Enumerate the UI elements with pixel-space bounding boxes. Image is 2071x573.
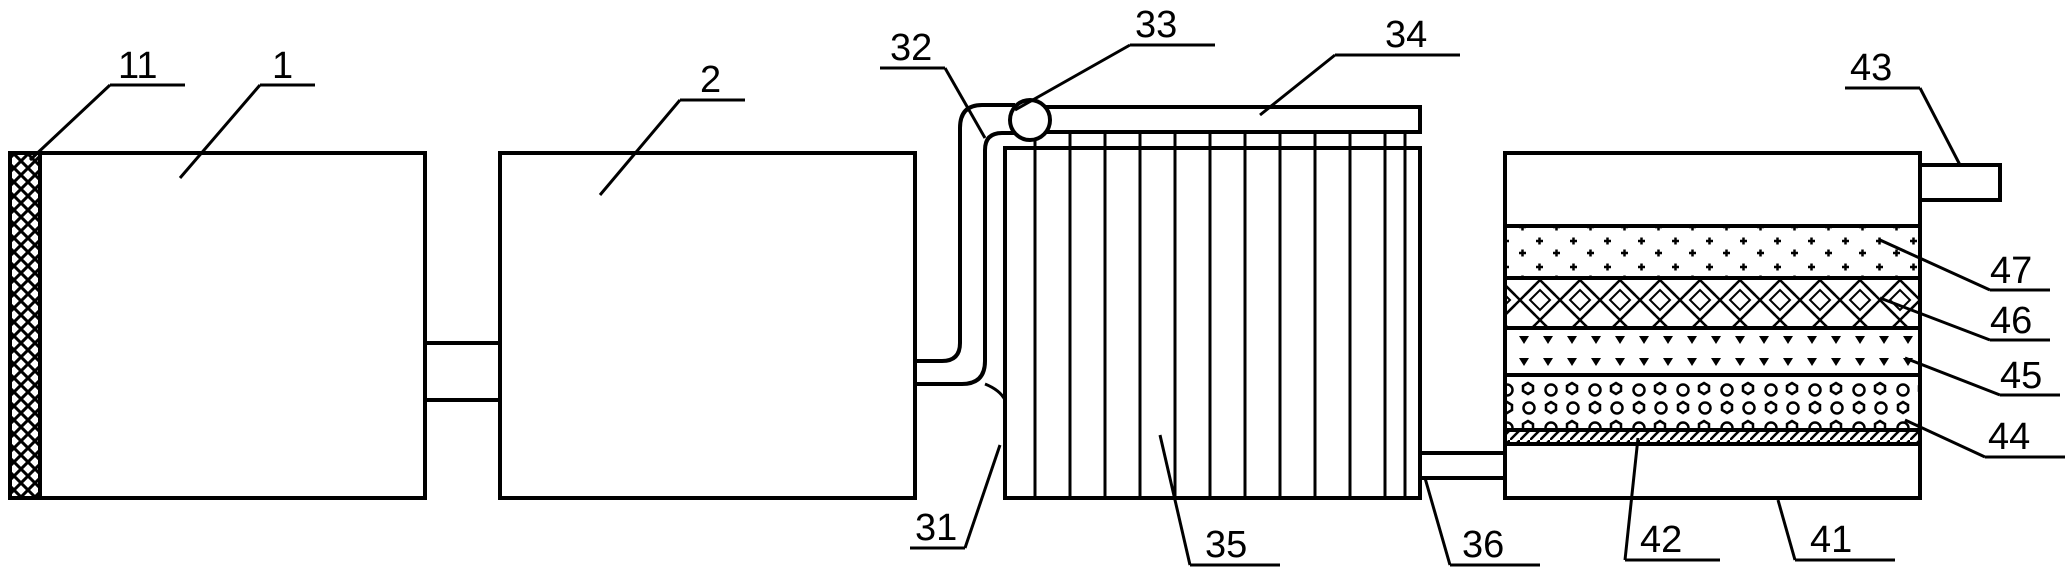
label-41: 41 (1810, 519, 1852, 561)
component-2 (498, 151, 917, 500)
layer-44 (1503, 373, 1922, 432)
layer-45 (1503, 326, 1922, 377)
vessel-tubes (1033, 130, 1407, 498)
label-34: 34 (1385, 14, 1427, 56)
header-pipe-34 (1038, 105, 1422, 134)
part-labels: 11 1 2 32 33 34 43 47 46 45 44 31 35 36 … (118, 4, 2042, 566)
label-45: 45 (2000, 355, 2042, 397)
label-44: 44 (1988, 416, 2030, 458)
mesh-panel-11 (8, 151, 42, 500)
bent-pipe-32 (915, 103, 1015, 401)
valve-33 (1008, 98, 1052, 142)
leader-lines (28, 43, 2065, 567)
filter-tank-41 (1503, 151, 1922, 500)
label-47: 47 (1990, 250, 2032, 292)
component-1 (8, 151, 427, 500)
label-2: 2 (700, 59, 721, 101)
label-1: 1 (272, 45, 293, 87)
outlet-43 (1920, 163, 2002, 202)
label-31: 31 (915, 507, 957, 549)
label-35: 35 (1205, 524, 1247, 566)
label-11: 11 (118, 45, 157, 87)
layer-42 (1503, 428, 1922, 446)
layer-47 (1503, 224, 1922, 280)
vessel-35 (1003, 130, 1422, 500)
outlet-pipe-36 (1420, 451, 1505, 480)
layer-46 (1503, 276, 1922, 330)
label-46: 46 (1990, 300, 2032, 342)
label-33: 33 (1135, 4, 1177, 46)
label-43: 43 (1850, 47, 1892, 89)
connector-1-2 (425, 341, 500, 402)
label-36: 36 (1462, 524, 1504, 566)
label-32: 32 (890, 27, 932, 69)
label-42: 42 (1640, 519, 1682, 561)
